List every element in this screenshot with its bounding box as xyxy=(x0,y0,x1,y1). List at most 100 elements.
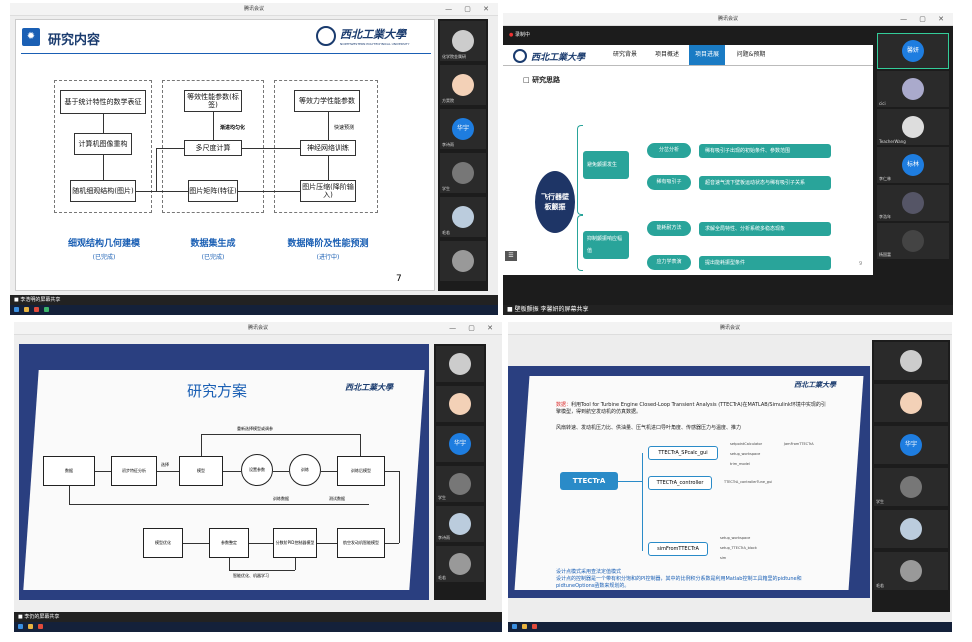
group-box: 避免颤振发生 xyxy=(583,151,629,179)
box-equiv: 等效力学性能参数 xyxy=(294,90,360,112)
participant-tile[interactable] xyxy=(874,384,948,422)
label-smart: 智能优化、机器学习 xyxy=(233,573,269,578)
arrow xyxy=(156,148,157,191)
participant-tile[interactable]: 李诗雨 xyxy=(436,506,484,542)
app-icon[interactable] xyxy=(28,624,33,629)
participant-tile[interactable]: 学生 xyxy=(874,468,948,506)
participant-tile[interactable]: 毛若 xyxy=(436,546,484,582)
window-controls[interactable]: — ▢ ✕ xyxy=(449,324,498,332)
avatar: 馨妍 xyxy=(902,40,924,62)
box-perf: 等效性能参数(标签) xyxy=(184,90,242,112)
participant-tile[interactable]: 李浩年 xyxy=(877,185,949,221)
list-icon[interactable]: ☰ xyxy=(505,251,517,261)
share-bar: ■ 壁板颤振 李馨妍的屏幕共享 xyxy=(503,305,953,315)
window-titlebar: 腾讯会议— ▢ ✕ xyxy=(503,13,953,26)
text-data-label: 数据： xyxy=(556,402,572,408)
app-icon[interactable] xyxy=(522,624,527,629)
window-controls[interactable]: — ▢ ✕ xyxy=(445,5,494,13)
participant-tile[interactable]: 馨妍 xyxy=(877,33,949,69)
arrow xyxy=(229,558,230,570)
leaf: TTECTrA_controllerTune_gui xyxy=(724,480,773,484)
avatar xyxy=(449,353,471,375)
avatar xyxy=(452,250,474,272)
participant-name: 学生 xyxy=(876,499,884,504)
app-icon[interactable] xyxy=(38,624,43,629)
participant-tile[interactable] xyxy=(436,386,484,422)
arrow xyxy=(69,486,70,504)
university-logo xyxy=(316,26,336,46)
participant-name: 毛若 xyxy=(438,575,446,580)
participant-tile[interactable]: TeacherWang xyxy=(877,109,949,145)
avatar xyxy=(902,230,924,252)
participant-tile[interactable]: 华宇 xyxy=(436,426,484,462)
taskbar xyxy=(14,622,502,632)
app-icon[interactable] xyxy=(34,307,39,312)
avatar: 华宇 xyxy=(900,434,922,456)
participant-tile[interactable]: 毛若 xyxy=(440,197,486,237)
participant-name: 学生 xyxy=(438,495,446,500)
university-name: 西北工業大學 xyxy=(340,28,406,41)
window-titlebar: 腾讯会议 — ▢ ✕ xyxy=(10,3,498,16)
label-test-data: 测试数据 xyxy=(329,496,345,501)
participant-tile[interactable] xyxy=(874,342,948,380)
nav-tab[interactable]: 问题&预期 xyxy=(736,51,766,58)
participant-name: cici xyxy=(879,101,886,106)
participant-tile[interactable]: 杨国富 xyxy=(877,223,949,259)
university-name: 西北工業大學 xyxy=(794,381,836,389)
arrow xyxy=(229,570,295,571)
pill-1: 分岔分析 xyxy=(647,143,691,158)
window-controls[interactable]: — ▢ ✕ xyxy=(900,15,949,23)
leaf: sim xyxy=(720,556,727,560)
diagram-box-model: 模型 xyxy=(179,456,223,486)
recording-indicator: ● 录制中 xyxy=(509,32,530,38)
participant-tile[interactable]: 华宇 xyxy=(874,426,948,464)
avatar xyxy=(449,393,471,415)
nav-tab[interactable]: 研究背景 xyxy=(612,51,637,58)
root-node: TTECTrA xyxy=(560,472,618,490)
avatar xyxy=(902,116,924,138)
participant-strip: 华宇 学生 毛若 xyxy=(872,340,950,612)
caption-1: 细观结构几何建模 xyxy=(67,239,140,249)
caption-3: 数据降阶及性能预测 xyxy=(287,239,369,249)
participant-tile[interactable] xyxy=(874,510,948,548)
avatar xyxy=(449,513,471,535)
nav-tab[interactable]: 项目概述 xyxy=(654,51,679,58)
arrow xyxy=(103,155,104,180)
diagram-box-init: 初步特征分析 xyxy=(111,456,157,486)
participant-tile[interactable]: 化学院金属研 xyxy=(440,21,486,61)
participant-tile[interactable] xyxy=(440,241,486,281)
nav-tab-active[interactable]: 项目进展 xyxy=(689,45,725,65)
window-titlebar: 腾讯会议 xyxy=(508,322,952,335)
arrow xyxy=(156,148,184,149)
start-icon[interactable] xyxy=(512,624,517,629)
participant-tile[interactable]: 学生 xyxy=(440,153,486,193)
participant-tile[interactable]: 方昊院 xyxy=(440,65,486,105)
label-select: 选择 xyxy=(161,462,169,467)
avatar xyxy=(452,162,474,184)
participant-tile[interactable]: 标林李仁林 xyxy=(877,147,949,183)
app-icon[interactable] xyxy=(24,307,29,312)
start-icon[interactable] xyxy=(18,624,23,629)
window-title: 腾讯会议 xyxy=(243,6,264,12)
start-icon[interactable] xyxy=(14,307,19,312)
university-name-en: NORTHWESTERN POLYTECHNICAL UNIVERSITY xyxy=(340,42,410,46)
arrow xyxy=(249,543,273,544)
participant-tile[interactable]: 毛若 xyxy=(874,552,948,590)
caption-1-status: (已完成) xyxy=(92,254,116,261)
section-label: 研究思路 xyxy=(532,76,561,84)
label-reselect: 重新选择模型或调参 xyxy=(237,426,273,431)
participant-tile[interactable]: cici xyxy=(877,71,949,107)
app-icon[interactable] xyxy=(44,307,49,312)
participant-tile[interactable]: 学生 xyxy=(436,466,484,502)
center-node: 飞行器壁板颤振 xyxy=(535,171,575,233)
participant-tile[interactable] xyxy=(436,346,484,382)
text-data-body: 利用Tool for Turbine Engine Closed-Loop Tr… xyxy=(556,402,826,415)
arrow xyxy=(242,148,300,149)
app-icon[interactable] xyxy=(532,624,537,629)
pill-2: 稀有吸引子 xyxy=(647,175,691,190)
participant-tile[interactable]: 华宇李诗雨 xyxy=(440,109,486,149)
avatar xyxy=(900,350,922,372)
diagram-circle-train: 训练 xyxy=(289,454,321,486)
arrow xyxy=(328,156,329,180)
participant-name: 李诗雨 xyxy=(442,142,454,147)
